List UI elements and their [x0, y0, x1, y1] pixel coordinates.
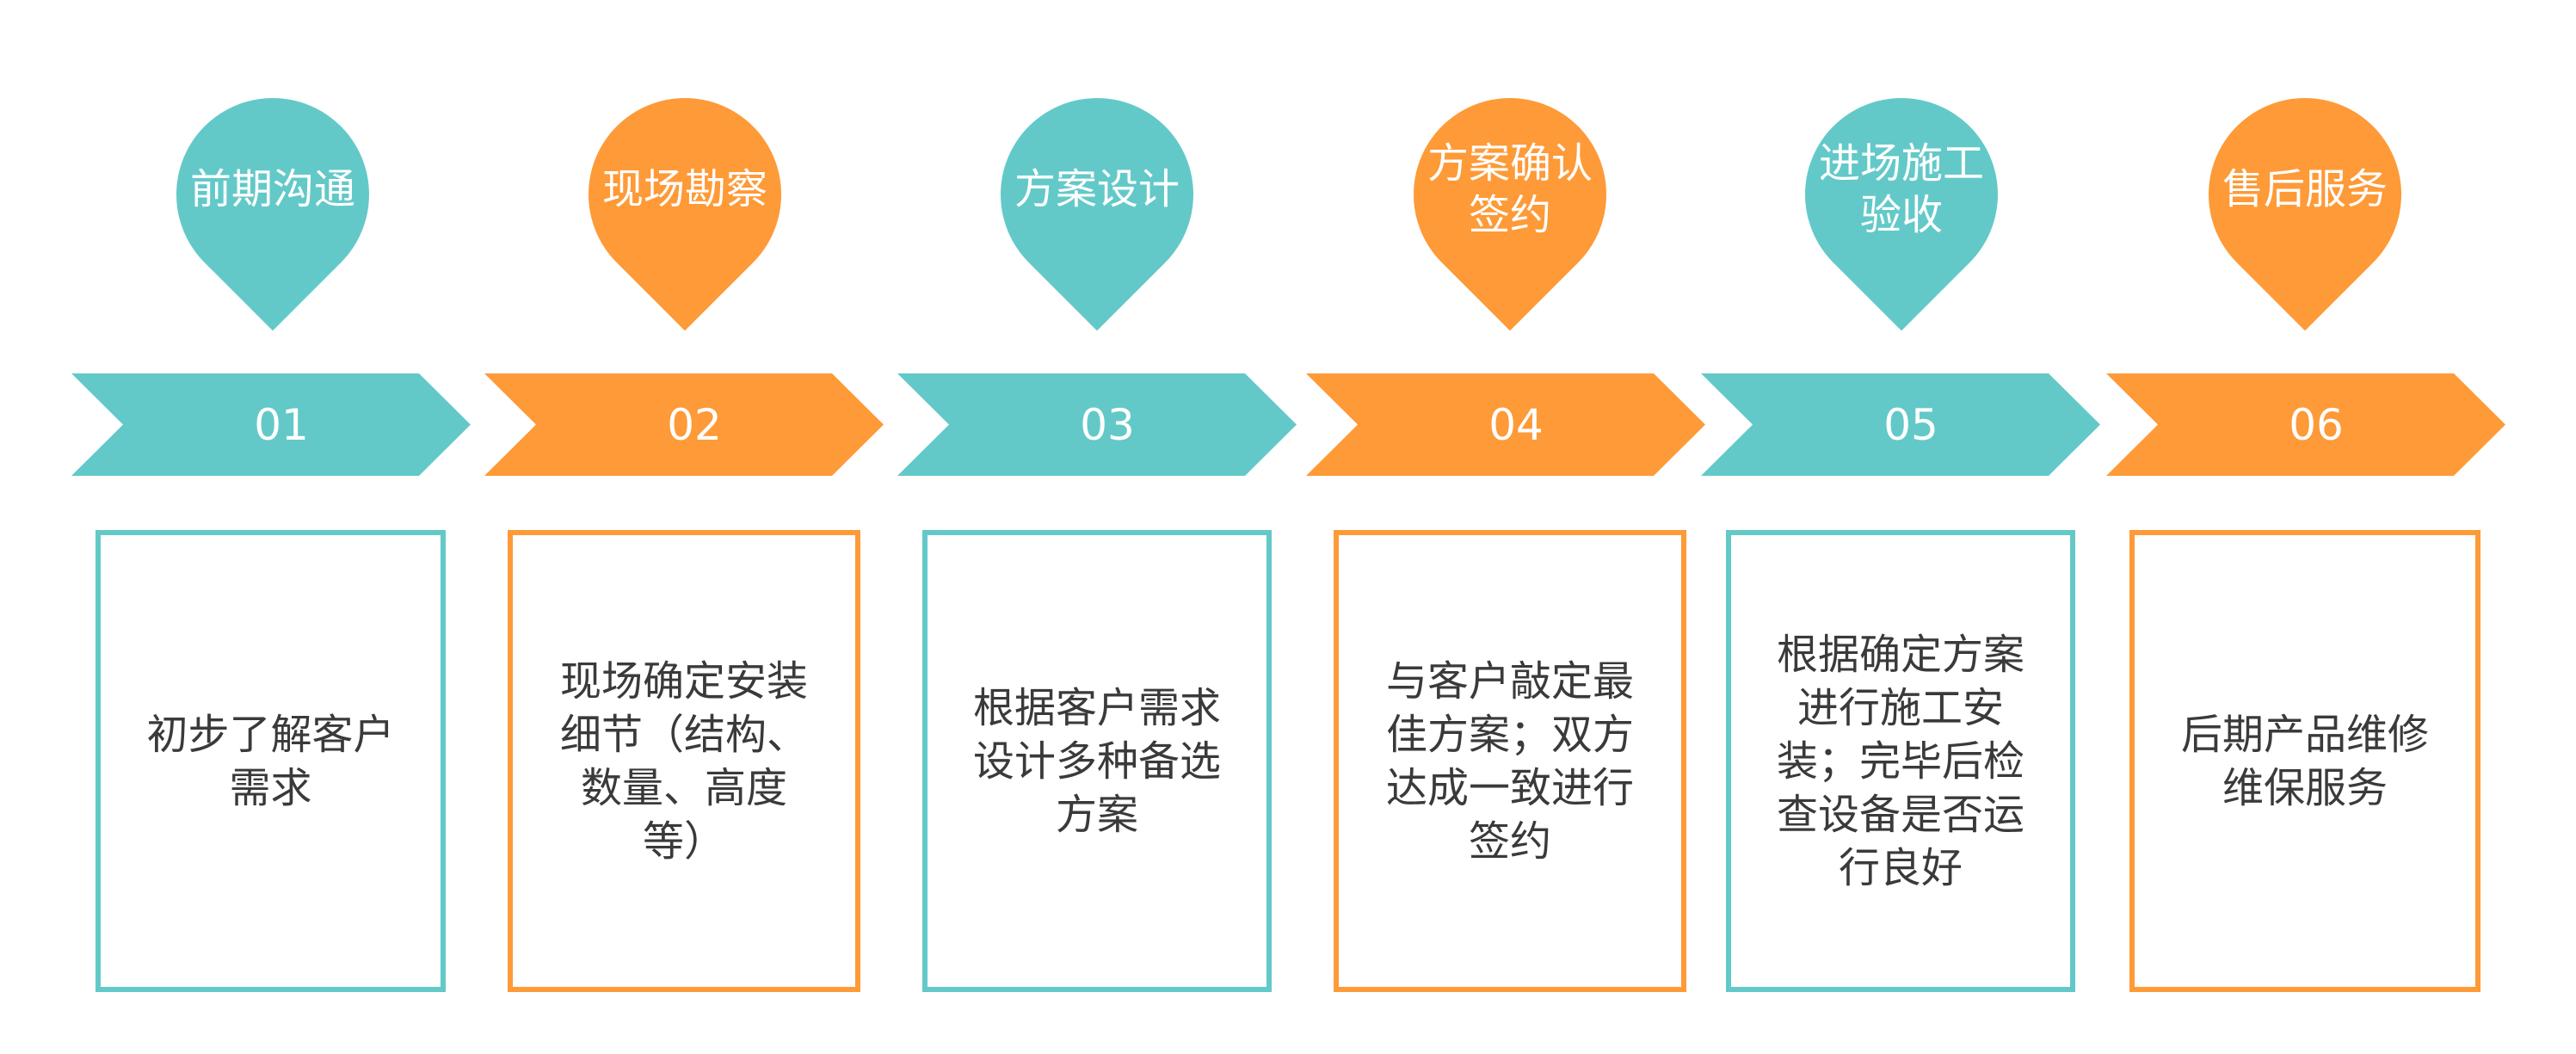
step-1-chevron-arrow — [71, 373, 471, 476]
step-3-description: 根据客户需求 设计多种备选 方案 — [972, 683, 1221, 839]
step-3-title: 方案设计 — [1014, 165, 1180, 213]
step-6-description-box: 后期产品维修 维保服务 — [2129, 530, 2480, 992]
step-2-description-box: 现场确定安装 细节（结构、 数量、高度 等） — [508, 530, 860, 992]
step-6-description: 后期产品维修 维保服务 — [2180, 710, 2429, 812]
step-3-pin-marker — [1001, 97, 1193, 331]
step-2-chevron-arrow — [484, 373, 884, 476]
step-4-chevron-arrow — [1306, 373, 1705, 476]
step-4-description: 与客户敲定最 佳方案；双方 达成一致进行 签约 — [1385, 656, 1634, 866]
step-5-chevron-arrow — [1701, 373, 2100, 476]
step-6-pin-marker — [2208, 98, 2401, 331]
step-4-pin-marker — [1414, 98, 1606, 331]
step-5-description: 根据确定方案 进行施工安 装；完毕后检 查设备是否运 行良好 — [1776, 630, 2024, 892]
step-3-number: 03 — [1080, 399, 1135, 450]
step-4-title: 方案确认 签约 — [1427, 139, 1593, 239]
step-5-pin-marker — [1805, 98, 1998, 331]
step-6-chevron-arrow — [2106, 373, 2505, 476]
step-1-description: 初步了解客户 需求 — [146, 710, 395, 812]
step-2-title: 现场勘察 — [601, 165, 767, 213]
step-6-number: 06 — [2289, 399, 2344, 450]
step-4-description-box: 与客户敲定最 佳方案；双方 达成一致进行 签约 — [1334, 530, 1686, 992]
step-1-title: 前期沟通 — [189, 165, 355, 213]
step-5-description-box: 根据确定方案 进行施工安 装；完毕后检 查设备是否运 行良好 — [1726, 530, 2075, 992]
step-3-description-box: 根据客户需求 设计多种备选 方案 — [922, 530, 1272, 992]
step-2-number: 02 — [667, 399, 722, 450]
step-1-pin-marker — [176, 97, 369, 331]
step-5-number: 05 — [1883, 399, 1938, 450]
step-2-pin-marker — [589, 97, 782, 331]
step-4-number: 04 — [1488, 399, 1544, 450]
step-6-title: 售后服务 — [2222, 165, 2388, 213]
step-1-description-box: 初步了解客户 需求 — [96, 530, 446, 992]
step-2-description: 现场确定安装 细节（结构、 数量、高度 等） — [559, 656, 808, 866]
step-1-number: 01 — [254, 399, 309, 450]
step-5-title: 进场施工 验收 — [1818, 139, 1984, 239]
step-3-chevron-arrow — [897, 373, 1297, 476]
